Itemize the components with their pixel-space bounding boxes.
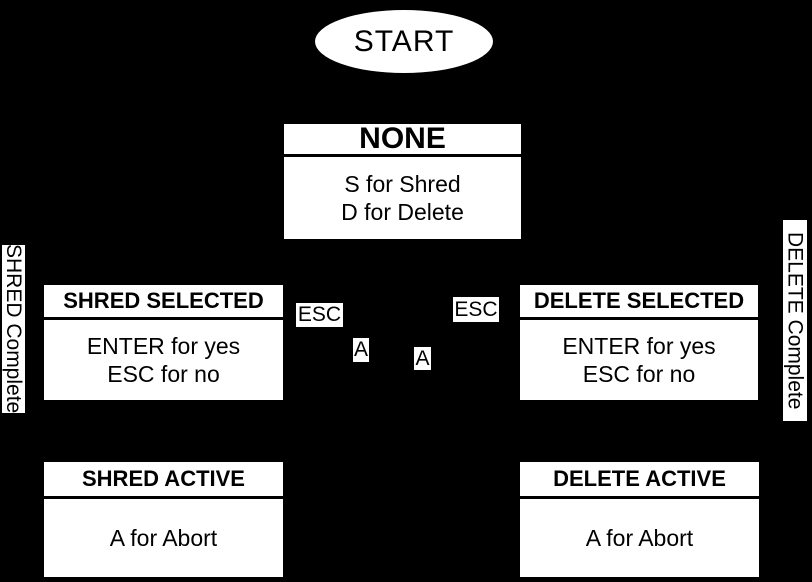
- state-none: NONE S for Shred D for Delete: [284, 122, 521, 239]
- state-title: SHRED SELECTED: [44, 285, 283, 320]
- edge-label-esc-left: ESC: [296, 303, 343, 327]
- state-shred-active: SHRED ACTIVE A for Abort: [44, 462, 283, 577]
- start-label: START: [353, 24, 455, 58]
- state-body-line: ENTER for yes: [86, 333, 241, 359]
- state-body-line: A for Abort: [109, 525, 218, 551]
- edge-label-a-right: A: [414, 346, 431, 370]
- state-body: ENTER for yes ESC for no: [44, 320, 283, 400]
- side-label-shred-complete: SHRED Complete: [2, 244, 25, 414]
- state-shred-selected: SHRED SELECTED ENTER for yes ESC for no: [44, 285, 283, 400]
- state-title: NONE: [284, 122, 521, 157]
- state-delete-active: DELETE ACTIVE A for Abort: [520, 462, 759, 577]
- state-delete-selected: DELETE SELECTED ENTER for yes ESC for no: [520, 285, 758, 400]
- state-body-line: ESC for no: [107, 361, 220, 387]
- state-title: SHRED ACTIVE: [44, 462, 283, 499]
- state-title: DELETE ACTIVE: [520, 462, 759, 499]
- state-body-line: ESC for no: [582, 361, 696, 387]
- edge-label-a-left: A: [353, 338, 369, 362]
- state-body-line: S for Shred: [344, 171, 461, 197]
- state-body-line: D for Delete: [341, 199, 464, 225]
- state-body-line: A for Abort: [585, 525, 694, 551]
- state-body: ENTER for yes ESC for no: [520, 320, 758, 400]
- side-label-delete-complete: DELETE Complete: [783, 220, 807, 421]
- state-body: S for Shred D for Delete: [284, 157, 521, 239]
- state-body-line: ENTER for yes: [562, 333, 716, 359]
- state-body: A for Abort: [520, 499, 759, 577]
- edge-label-esc-right: ESC: [453, 297, 499, 322]
- state-body: A for Abort: [44, 499, 283, 577]
- state-title: DELETE SELECTED: [520, 285, 758, 320]
- start-node: START: [315, 10, 493, 73]
